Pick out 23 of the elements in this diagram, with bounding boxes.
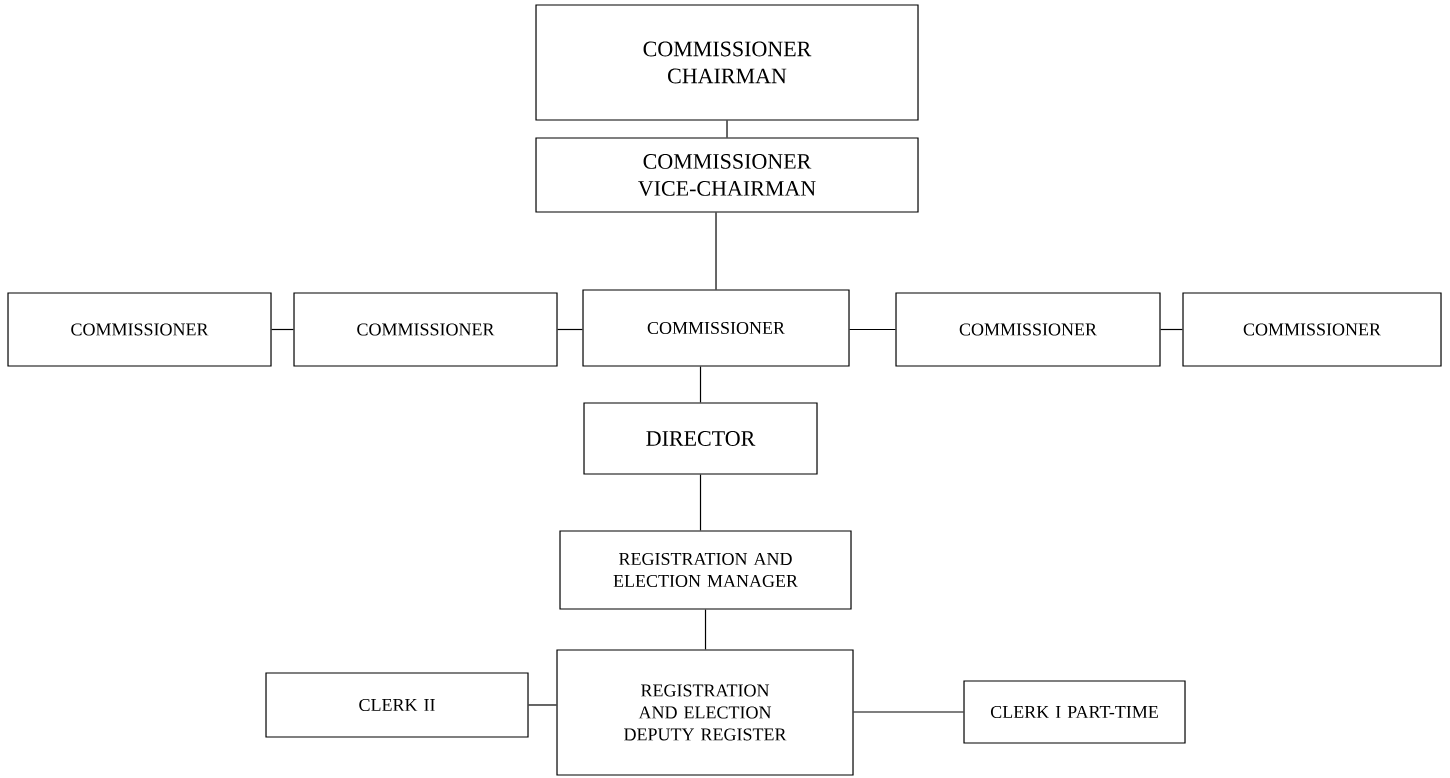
org-box: COMMISSIONER (1182, 292, 1442, 367)
org-box: COMMISSIONER (7, 292, 272, 367)
connector-line (1160, 328, 1183, 331)
connector-line (849, 328, 896, 331)
org-box: REGISTRATION AND ELECTION MANAGER (559, 530, 852, 610)
connector-line (699, 474, 702, 531)
connector-line (557, 328, 583, 331)
org-box: COMMISSIONER VICE-CHAIRMAN (535, 137, 919, 213)
connector-line (704, 609, 707, 650)
org-box: COMMISSIONER (582, 289, 850, 367)
connector-line (528, 704, 557, 706)
connector-line (271, 328, 294, 331)
org-box: COMMISSIONER (293, 292, 558, 367)
connector-line (853, 711, 964, 713)
org-box: REGISTRATION AND ELECTION DEPUTY REGISTER (556, 649, 854, 776)
connector-line (715, 212, 717, 290)
org-box: COMMISSIONER (895, 292, 1161, 367)
org-box: CLERK II (265, 672, 529, 738)
org-box: DIRECTOR (583, 402, 818, 475)
org-box: CLERK I PART-TIME (963, 680, 1186, 744)
connector-line (699, 366, 702, 403)
connector-line (726, 120, 728, 138)
org-box: COMMISSIONER CHAIRMAN (535, 4, 919, 121)
